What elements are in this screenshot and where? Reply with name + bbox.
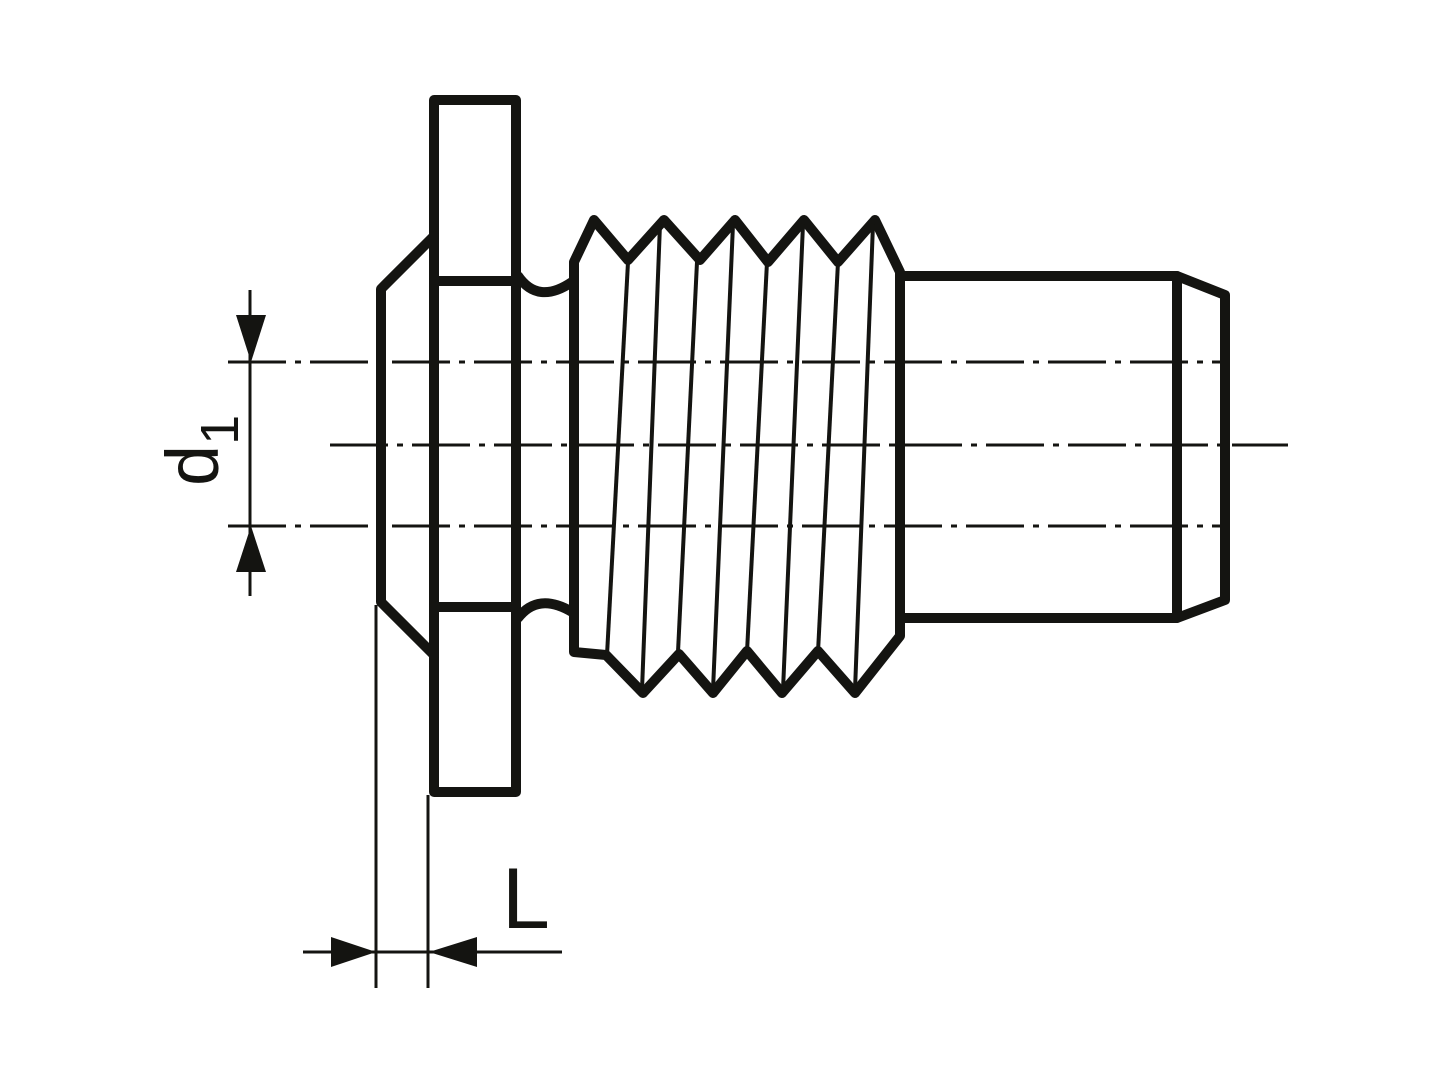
arrow-left-icon: [429, 937, 477, 967]
arrow-right-icon: [331, 937, 376, 967]
length-dimension: L: [303, 605, 562, 988]
undercut-top: [513, 271, 577, 298]
shank-outline: [895, 271, 1230, 623]
length-label: L: [502, 851, 550, 947]
arrow-down-icon: [236, 315, 266, 362]
undercut-bottom: [513, 598, 577, 623]
thread-outline: [569, 215, 905, 698]
head-chamfer: [376, 231, 439, 660]
thread-flanks: [605, 223, 875, 691]
arrow-up-icon: [236, 526, 266, 572]
diameter-dimension: d1: [151, 290, 266, 596]
flange-outline: [429, 95, 521, 797]
diameter-label: d1: [151, 415, 250, 486]
